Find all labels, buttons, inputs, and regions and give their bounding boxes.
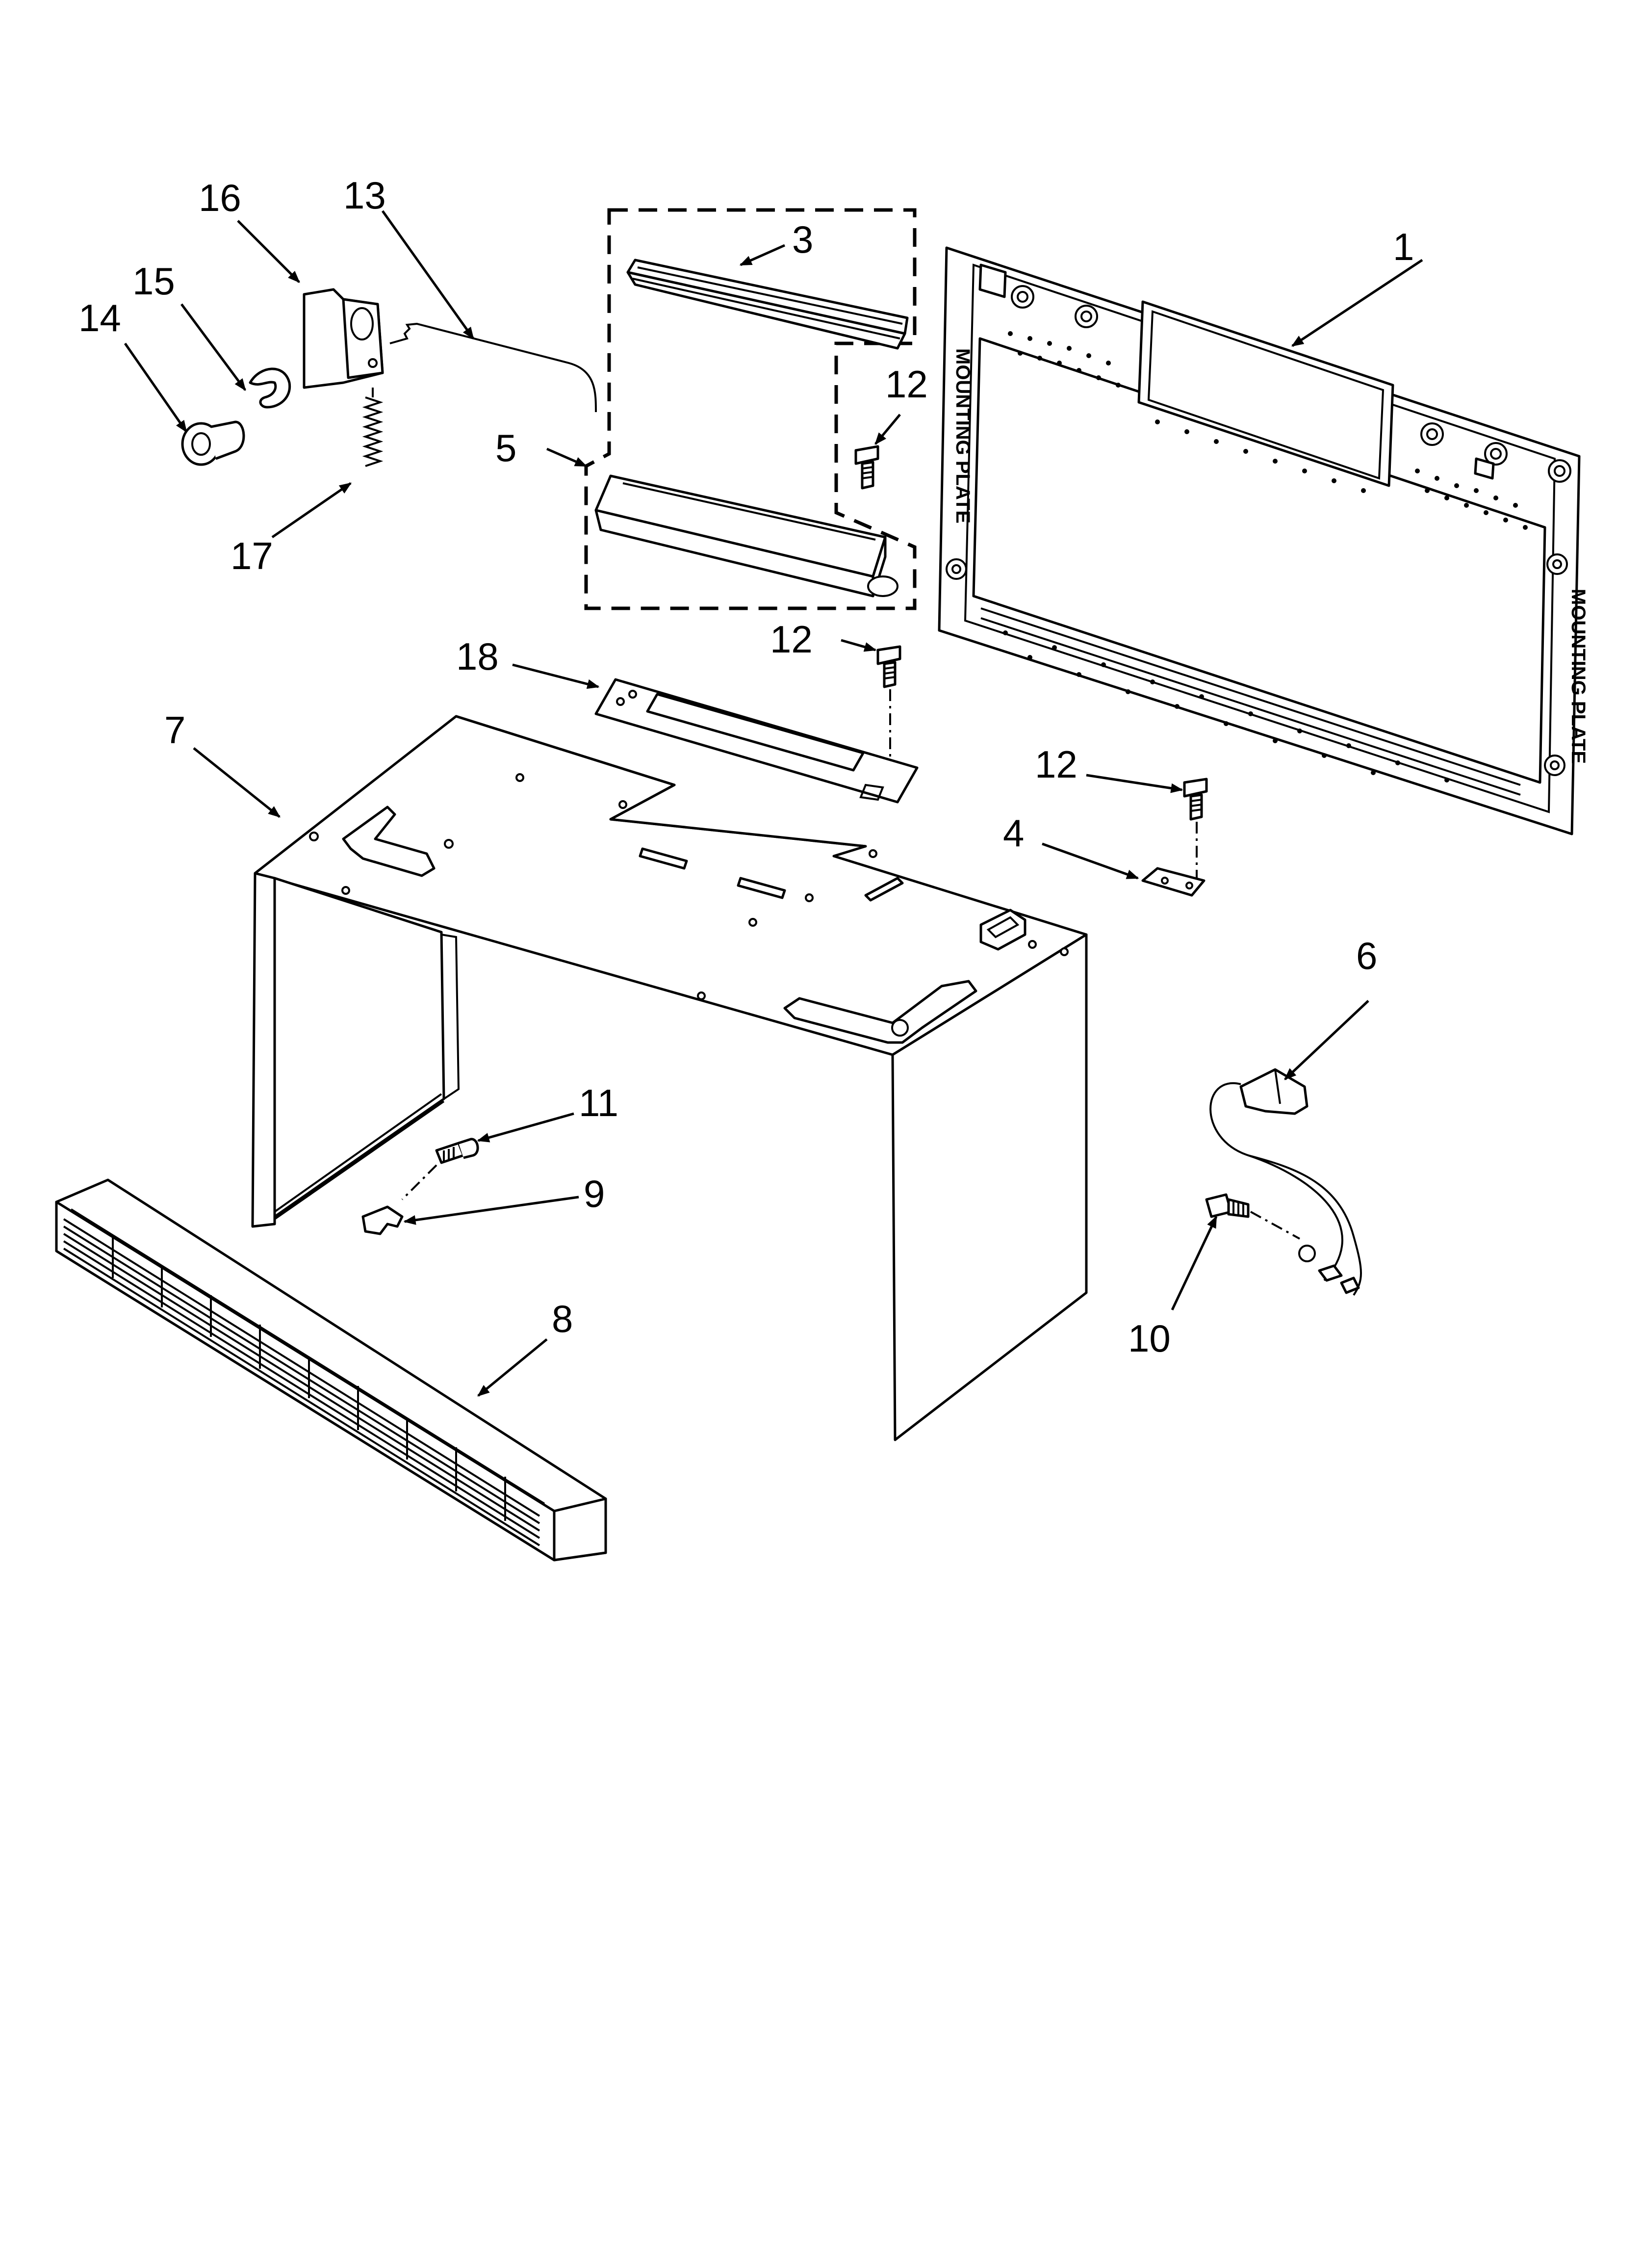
gasket-part-18 — [594, 678, 919, 804]
callout-6: 6 — [1356, 934, 1377, 977]
callout-16: 16 — [199, 176, 241, 219]
mounting-plate: MOUNTING PLATE MOUNTING PLATE — [938, 246, 1589, 835]
plate-label-left: MOUNTING PLATE — [952, 348, 974, 523]
clip-part-15 — [249, 367, 291, 409]
callout-12-right: 12 — [1035, 743, 1078, 786]
screw-part-12-right — [1183, 778, 1208, 878]
callout-14: 14 — [78, 296, 121, 339]
callout-12-middle: 12 — [770, 618, 813, 661]
tray-part-5 — [594, 474, 898, 598]
top-channel-part-3 — [626, 259, 909, 350]
callout-4: 4 — [1003, 811, 1024, 855]
screw-part-12-upper — [854, 445, 879, 490]
callout-8: 8 — [552, 1297, 573, 1340]
callout-9: 9 — [584, 1172, 605, 1215]
callout-5: 5 — [495, 426, 516, 469]
callout-13: 13 — [343, 174, 386, 217]
callout-labels: 1 3 4 5 6 7 8 9 10 11 12 12 12 13 14 15 … — [78, 174, 1414, 1360]
latch-knob-part-14 — [181, 420, 245, 466]
plate-label-right: MOUNTING PLATE — [1567, 589, 1589, 764]
rod-part-13 — [389, 322, 597, 413]
callout-12-upper: 12 — [885, 363, 928, 406]
callout-leaders — [124, 210, 1423, 1397]
thermal-switch-part-6 — [1209, 1068, 1362, 1296]
screw-part-10 — [1205, 1193, 1300, 1240]
screw-part-11 — [401, 1138, 479, 1200]
vent-grille-part-8 — [55, 1178, 607, 1562]
callout-15: 15 — [132, 260, 175, 303]
callout-7: 7 — [164, 708, 185, 752]
bracket-part-4 — [1141, 867, 1206, 897]
clip-part-9 — [361, 1205, 404, 1235]
callout-17: 17 — [231, 534, 273, 577]
screw-part-12-middle — [876, 645, 901, 758]
callout-10: 10 — [1128, 1317, 1171, 1360]
callout-3: 3 — [792, 218, 813, 261]
part-5-group-outline — [584, 208, 917, 610]
door-latch-bracket-part-16 — [303, 288, 384, 389]
callout-11: 11 — [579, 1081, 618, 1124]
callout-18: 18 — [456, 635, 499, 678]
cabinet-shell-part-7 — [251, 715, 1088, 1441]
callout-1: 1 — [1393, 225, 1414, 268]
spring-part-17 — [362, 388, 384, 467]
